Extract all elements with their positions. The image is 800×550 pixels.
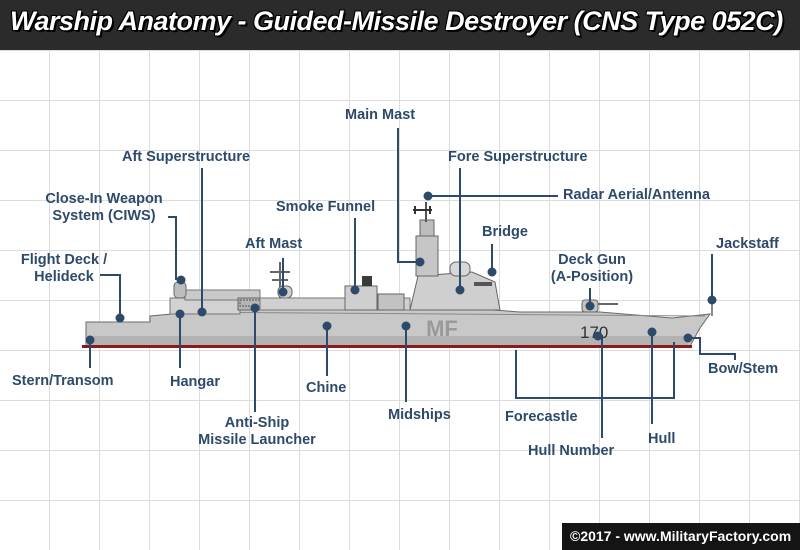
label-flight-deck: Flight Deck / Helideck	[12, 252, 116, 286]
label-bridge: Bridge	[482, 224, 528, 240]
waterline	[82, 345, 692, 348]
dot-aft-superstructure	[197, 307, 207, 317]
label-stern: Stern/Transom	[12, 373, 114, 389]
label-aft-superstructure: Aft Superstructure	[122, 149, 251, 165]
dot-main-mast	[415, 257, 425, 267]
main-mast-tower	[415, 235, 439, 277]
dot-radar	[423, 191, 433, 201]
label-anti-ship: Anti-Ship Missile Launcher	[186, 415, 328, 449]
label-anti-ship-line2: Missile Launcher	[198, 432, 316, 448]
ciws-aft	[173, 281, 187, 299]
label-forecastle: Forecastle	[505, 409, 578, 425]
label-deck-gun-line2: (A-Position)	[550, 269, 634, 285]
label-jackstaff: Jackstaff	[716, 236, 779, 252]
leader-flight-deck	[100, 274, 121, 318]
label-hull: Hull	[648, 431, 676, 447]
leader-forecastle	[515, 342, 675, 399]
dot-flight-deck	[115, 313, 125, 323]
label-ciws: Close-In Weapon System (CIWS)	[36, 191, 172, 225]
label-main-mast: Main Mast	[345, 107, 416, 123]
label-flight-deck-line1: Flight Deck /	[20, 252, 108, 268]
dot-fore-superstructure	[455, 285, 465, 295]
dot-chine	[322, 321, 332, 331]
dot-jackstaff	[707, 295, 717, 305]
dot-hull-number	[593, 331, 603, 341]
dot-bridge	[487, 267, 497, 277]
dot-smoke-funnel	[350, 285, 360, 295]
label-radar: Radar Aerial/Antenna	[563, 187, 710, 203]
dot-ciws	[176, 275, 186, 285]
page-title: Warship Anatomy - Guided-Missile Destroy…	[10, 6, 783, 36]
title-bar: Warship Anatomy - Guided-Missile Destroy…	[0, 0, 800, 50]
dot-hull	[647, 327, 657, 337]
marker-dots	[85, 191, 717, 345]
smoke-funnel-cap	[362, 276, 372, 286]
label-anti-ship-line1: Anti-Ship	[224, 415, 290, 431]
smoke-funnel-body	[344, 285, 378, 311]
ship: MF 170	[82, 202, 713, 348]
label-bow: Bow/Stem	[708, 361, 779, 377]
dot-midships	[401, 321, 411, 331]
ship-logo: MF	[426, 316, 458, 341]
deck-edge	[177, 311, 706, 317]
label-hangar: Hangar	[170, 374, 220, 390]
hull-number-text: 170	[580, 323, 608, 342]
dot-bow	[683, 333, 693, 343]
dot-anti-ship	[250, 303, 260, 313]
dot-stern	[85, 335, 95, 345]
label-flight-deck-line2: Helideck	[34, 269, 94, 285]
dot-aft-mast	[278, 287, 288, 297]
label-chine: Chine	[306, 380, 347, 396]
copyright-text: ©2017 - www.MilitaryFactory.com	[570, 528, 792, 544]
label-ciws-line2: System (CIWS)	[52, 208, 156, 224]
label-ciws-line1: Close-In Weapon	[45, 191, 163, 207]
fore-superstructure-block	[409, 271, 501, 311]
leader-main-mast	[397, 128, 420, 263]
dot-hangar	[175, 309, 185, 319]
label-aft-mast: Aft Mast	[245, 236, 303, 252]
funnel-vent	[377, 293, 405, 311]
label-fore-superstructure: Fore Superstructure	[448, 149, 588, 165]
label-smoke-funnel: Smoke Funnel	[276, 199, 376, 215]
hull-lower-shade	[86, 336, 690, 346]
label-hull-number: Hull Number	[528, 443, 615, 459]
copyright-bar: ©2017 - www.MilitaryFactory.com	[562, 523, 800, 550]
main-mast-top	[419, 219, 435, 237]
label-deck-gun-line1: Deck Gun	[558, 252, 626, 268]
bridge-windows	[474, 282, 492, 286]
ship-diagram: MF 170	[82, 128, 736, 438]
dot-deck-gun	[585, 301, 595, 311]
label-deck-gun: Deck Gun (A-Position)	[540, 252, 644, 286]
diagram-area: MF 170	[0, 50, 800, 550]
label-midships: Midships	[388, 407, 451, 423]
leader-ciws	[168, 216, 177, 280]
leader-bow	[688, 337, 736, 360]
leader-hull-number	[598, 335, 603, 438]
